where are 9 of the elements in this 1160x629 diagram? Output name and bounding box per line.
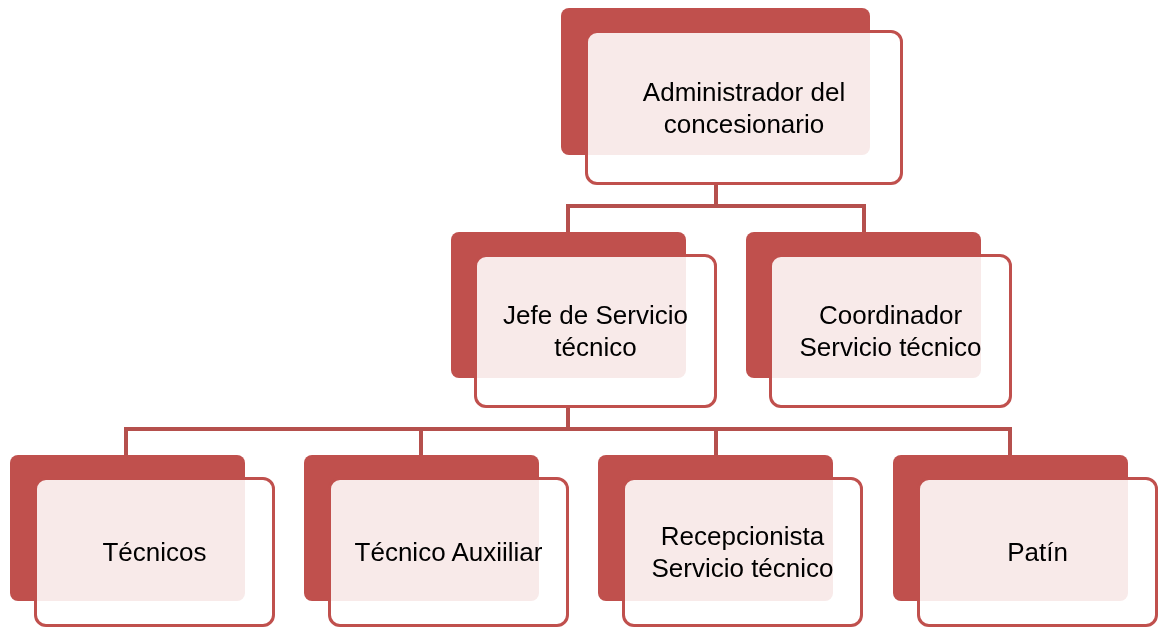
- role-title: Técnicos: [102, 536, 207, 568]
- connector-line: [566, 408, 1012, 455]
- connector-line: [714, 185, 866, 232]
- role-title: Técnico Auxiiliar: [354, 536, 543, 568]
- role-title: Patín: [1007, 536, 1068, 568]
- role-title: Coordinador Servicio técnico: [798, 299, 983, 363]
- role-title: Recepcionista Servicio técnico: [650, 520, 835, 584]
- role-title: Administrador del concesionario: [641, 75, 847, 140]
- role-title: Jefe de Servicio técnico: [502, 299, 689, 363]
